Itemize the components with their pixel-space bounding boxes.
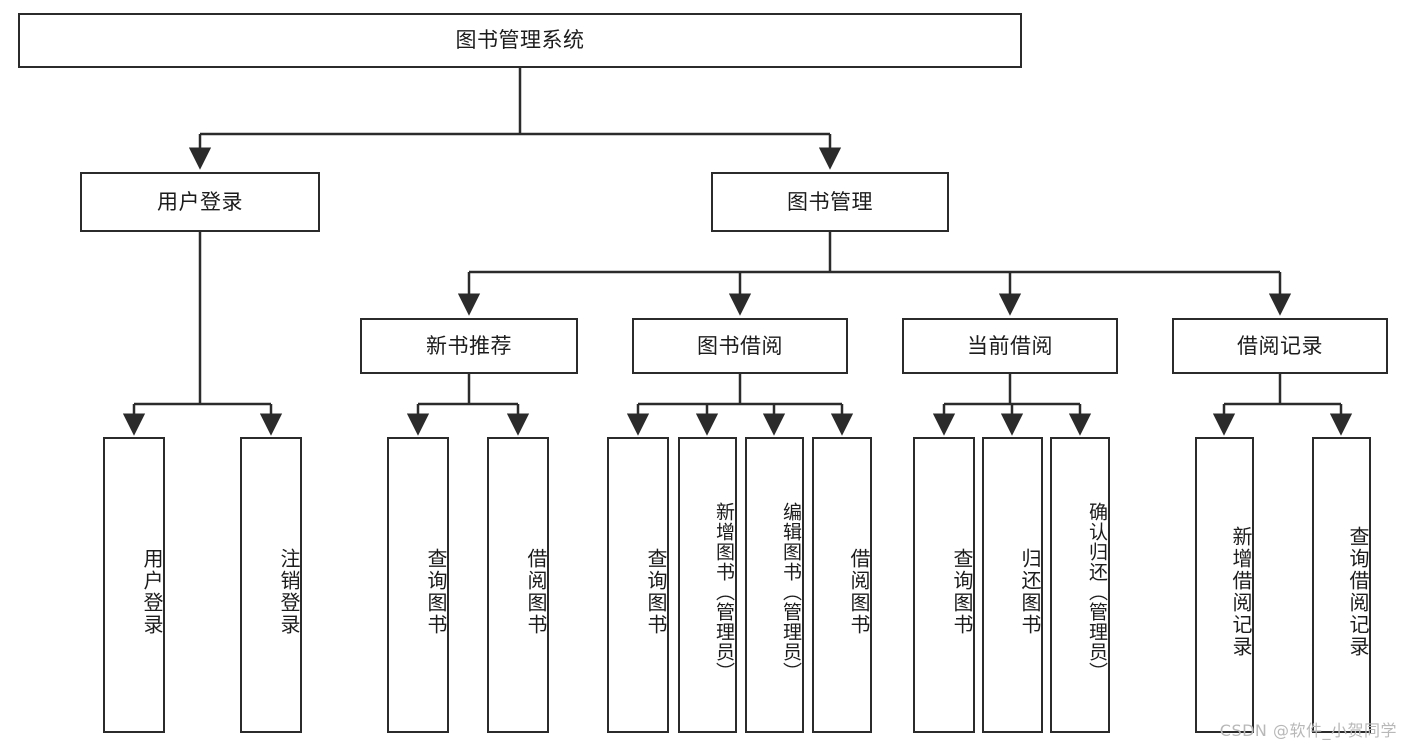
- node-leaf-user-login[interactable]: 用户登录: [103, 437, 165, 733]
- node-leaf-logout[interactable]: 注销登录: [240, 437, 302, 733]
- node-leaf-query-borrow-record[interactable]: 查询借阅记录: [1312, 437, 1371, 733]
- node-leaf-edit-book[interactable]: 编辑图书（管理员）: [745, 437, 804, 733]
- node-leaf-confirm-return[interactable]: 确认归还（管理员）: [1050, 437, 1110, 733]
- node-book-borrow[interactable]: 图书借阅: [632, 318, 848, 374]
- node-borrow-record[interactable]: 借阅记录: [1172, 318, 1388, 374]
- node-leaf-borrow-book-recommend[interactable]: 借阅图书: [487, 437, 549, 733]
- node-current-borrow[interactable]: 当前借阅: [902, 318, 1118, 374]
- node-leaf-add-borrow-record[interactable]: 新增借阅记录: [1195, 437, 1254, 733]
- node-leaf-add-book[interactable]: 新增图书（管理员）: [678, 437, 737, 733]
- node-leaf-borrow-book[interactable]: 借阅图书: [812, 437, 872, 733]
- csdn-watermark: CSDN @软件_小贺同学: [1219, 721, 1397, 740]
- node-leaf-query-book-current[interactable]: 查询图书: [913, 437, 975, 733]
- node-leaf-return-book[interactable]: 归还图书: [982, 437, 1043, 733]
- node-new-book-recommend[interactable]: 新书推荐: [360, 318, 578, 374]
- node-root[interactable]: 图书管理系统: [18, 13, 1022, 68]
- node-user-login[interactable]: 用户登录: [80, 172, 320, 232]
- node-leaf-query-book[interactable]: 查询图书: [607, 437, 669, 733]
- node-book-manage[interactable]: 图书管理: [711, 172, 949, 232]
- node-leaf-query-book-recommend[interactable]: 查询图书: [387, 437, 449, 733]
